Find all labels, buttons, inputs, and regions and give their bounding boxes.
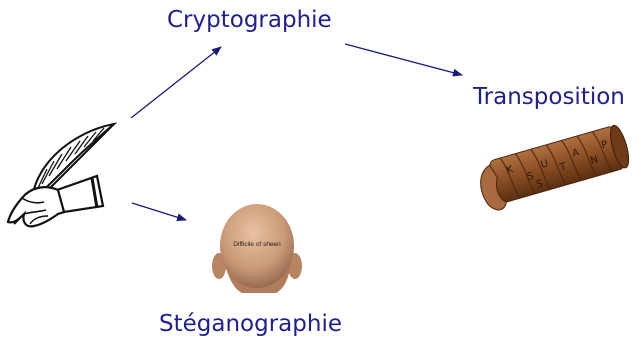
scytale-letter: U (540, 158, 550, 171)
scytale-letter: T (558, 161, 569, 174)
scytale-letter: P (600, 139, 609, 151)
arrow-writer-to-cryptographie (130, 46, 222, 119)
shaved-head-icon: Difficile of sheen (212, 204, 302, 293)
scytale-icon: K S U T A N P S (480, 124, 630, 211)
node-label-steganographie: Stéganographie (159, 311, 342, 337)
scytale-letter: S (535, 178, 544, 190)
node-label-cryptographie: Cryptographie (167, 7, 332, 33)
quill-hand-icon (6, 122, 118, 228)
node-label-transposition: Transposition (473, 84, 625, 110)
scytale-letter: K (505, 164, 515, 177)
arrow-writer-to-steganographie (131, 202, 187, 222)
scytale-letter: A (571, 147, 581, 160)
arrow-cryptographie-to-transposition (344, 43, 463, 77)
scytale-letter: S (526, 171, 535, 183)
scytale-letter: N (589, 154, 599, 167)
head-tattoo-text: Difficile of sheen (233, 241, 281, 248)
